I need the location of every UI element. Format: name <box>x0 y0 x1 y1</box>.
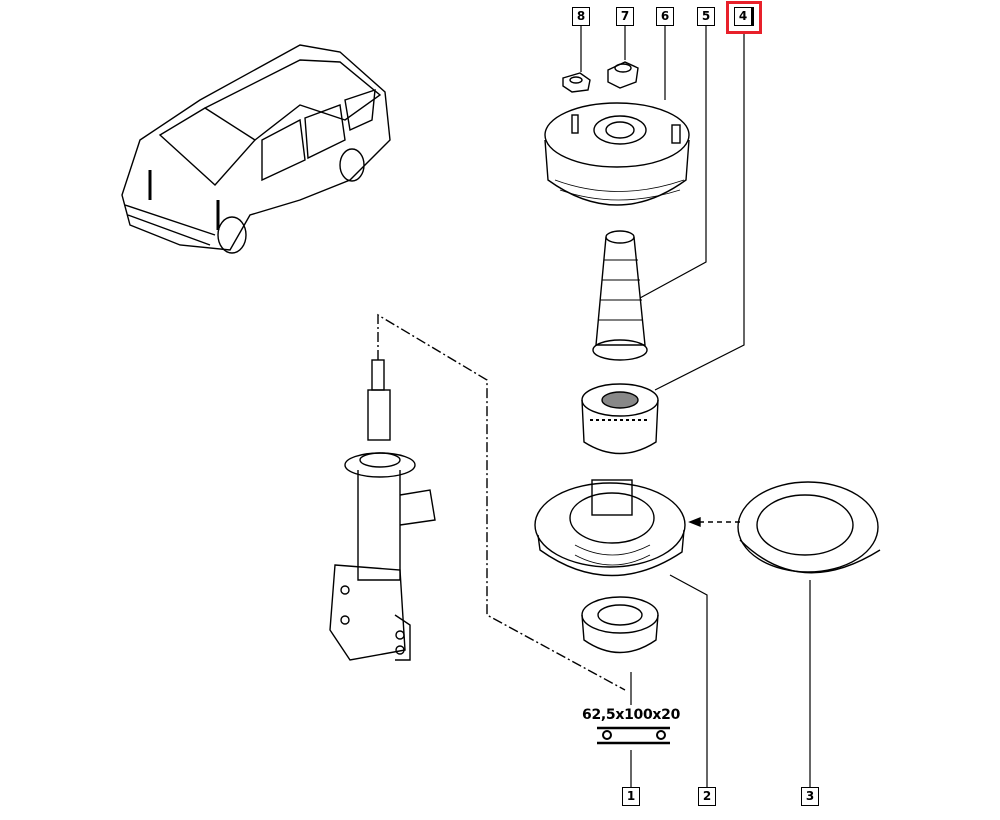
arrow-head <box>688 516 701 528</box>
callout-5[interactable]: 5 <box>697 7 715 26</box>
callout-1[interactable]: 1 <box>622 787 640 806</box>
callout-4[interactable]: 4 <box>734 7 754 26</box>
callout-8[interactable]: 8 <box>572 7 590 26</box>
vehicle-illustration <box>121 44 391 254</box>
callout-4-highlight[interactable]: 4 <box>726 1 762 34</box>
part-7-nut <box>607 61 639 89</box>
part-5-bump-stop-bellows <box>592 230 648 361</box>
bearing-dimension-label: 62,5x100x20 <box>582 707 681 723</box>
part-1-bearing <box>581 596 659 654</box>
callout-3[interactable]: 3 <box>801 787 819 806</box>
callout-2[interactable]: 2 <box>698 787 716 806</box>
callout-6[interactable]: 6 <box>656 7 674 26</box>
bearing-symbol <box>597 726 670 745</box>
part-4-protective-cap <box>581 383 659 455</box>
assembly-line <box>377 313 626 691</box>
strut-illustration <box>329 359 436 661</box>
callout-7[interactable]: 7 <box>616 7 634 26</box>
leader-lines <box>580 26 811 787</box>
part-2-spring-seat <box>534 479 686 577</box>
part-3-spring-pad <box>737 481 881 574</box>
part-8-nut <box>562 72 591 93</box>
part-6-top-mount <box>544 102 690 206</box>
